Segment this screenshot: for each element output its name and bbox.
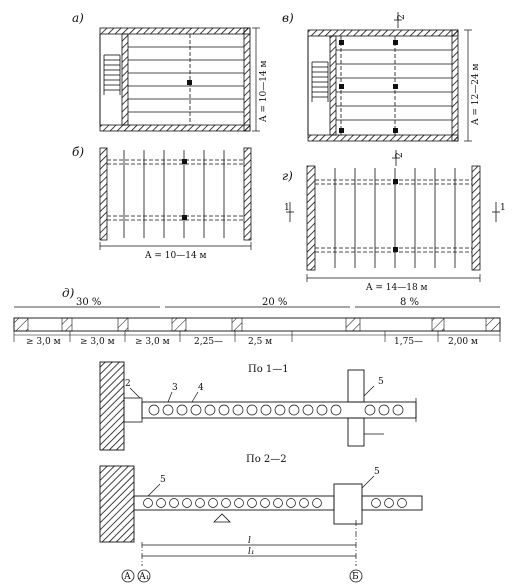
panel-v-dimension: A = 12—24 м bbox=[471, 63, 481, 126]
strip-segment-7: 2,00 м bbox=[448, 337, 478, 347]
panel-g-letter: г) bbox=[282, 169, 293, 183]
panel-g-plan: г) 2 1 1 A = 14—18 м bbox=[282, 150, 506, 293]
callout-5-top: 5 bbox=[378, 377, 384, 387]
callout-3: 3 bbox=[172, 383, 178, 393]
strip-segment-6: 1,75— bbox=[394, 337, 423, 347]
panel-v-letter: в) bbox=[282, 11, 294, 25]
panel-b-dimension: A = 10—14 м bbox=[144, 251, 207, 261]
strip-segment-3: ≥ 3,0 м bbox=[135, 337, 170, 347]
section-1-1: По 1—1 2 3 4 5 bbox=[99, 361, 417, 451]
panel-a-letter: а) bbox=[72, 11, 84, 25]
axis-A: А bbox=[124, 572, 131, 582]
panel-g-dimension: A = 14—18 м bbox=[365, 283, 428, 293]
callout-5-left: 5 bbox=[160, 475, 166, 485]
panel-b-plan: б) A = 10—14 м bbox=[72, 145, 252, 261]
strip-percent-30: 30 % bbox=[76, 297, 101, 308]
panel-g-mark-left: 1 bbox=[284, 203, 290, 213]
panel-d-strip: д) 30 % 20 % 8 % ≥ 3,0 м ≥ 3,0 м bbox=[13, 286, 501, 347]
strip-percent-8: 8 % bbox=[400, 297, 419, 308]
strip-segment-1: ≥ 3,0 м bbox=[26, 337, 61, 347]
panel-a-dimension: A = 10—14 м bbox=[259, 60, 269, 123]
dim-l1: l₁ bbox=[248, 547, 255, 557]
section-2-2-title: По 2—2 bbox=[246, 454, 287, 465]
strip-segment-2: ≥ 3,0 м bbox=[80, 337, 115, 347]
section-1-1-title: По 1—1 bbox=[248, 364, 289, 375]
strip-segment-5: 2,5 м bbox=[248, 337, 272, 347]
panel-b-letter: б) bbox=[72, 145, 84, 159]
callout-2: 2 bbox=[125, 379, 131, 389]
axis-A1: А₁ bbox=[139, 572, 149, 582]
strip-percent-20: 20 % bbox=[262, 297, 287, 308]
panel-g-mark-right: 1 bbox=[500, 203, 506, 213]
section-2-2: По 2—2 5 5 l l₁ А А₁ Б bbox=[99, 454, 423, 583]
panel-a-plan: а) A = 10—14 м bbox=[72, 11, 269, 132]
panel-d-letter: д) bbox=[62, 286, 75, 300]
axis-B: Б bbox=[352, 572, 359, 582]
strip-segment-4: 2,25— bbox=[194, 337, 223, 347]
callout-4: 4 bbox=[198, 383, 204, 393]
callout-5-right: 5 bbox=[374, 467, 380, 477]
panel-g-mark-top: 2 bbox=[395, 152, 405, 158]
section-mark-2: 2 bbox=[397, 14, 407, 20]
panel-v-plan: в) 2 A = 12—24 м bbox=[282, 11, 481, 142]
dim-l: l bbox=[248, 536, 251, 546]
